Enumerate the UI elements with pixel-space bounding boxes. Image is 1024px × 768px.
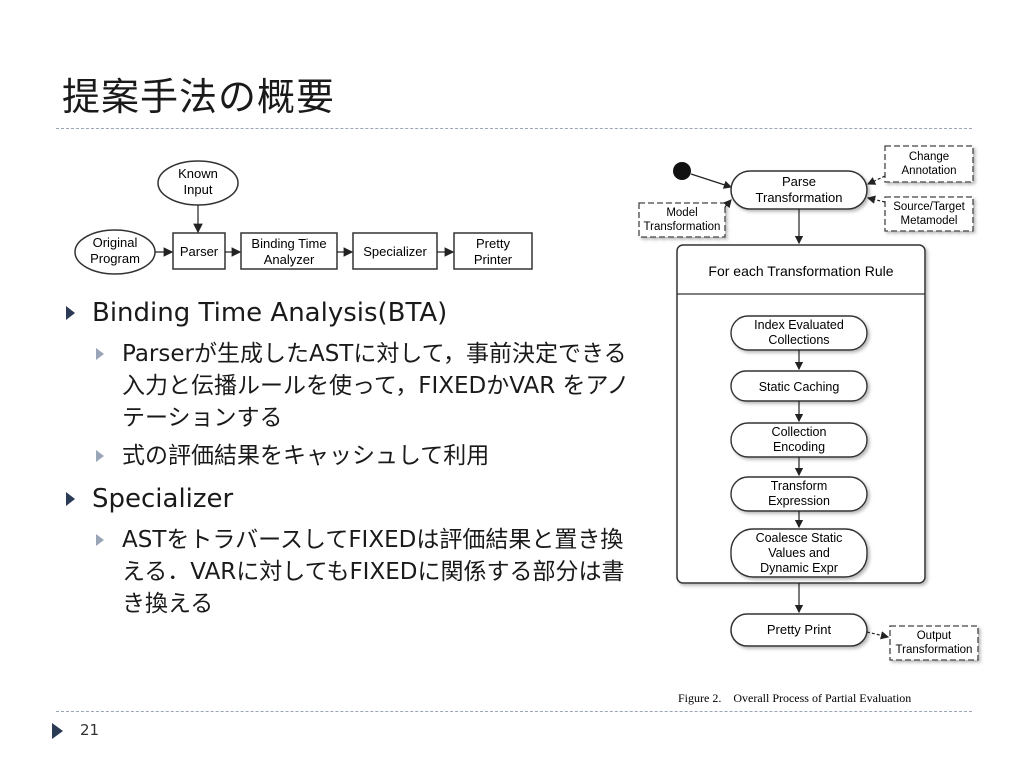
parse-transformation-label-1: Parse [782,174,816,189]
transform-expression-label-2: Expression [768,494,830,508]
footer-divider [56,711,972,712]
slide-title: 提案手法の概要 [62,75,336,119]
static-caching-label: Static Caching [759,380,840,394]
transform-expression-label-1: Transform [771,479,828,493]
arrow-pretty-print-to-output [866,631,890,640]
sub-bullet-arrow-icon [96,534,104,546]
collection-encoding-label-2: Encoding [773,440,825,454]
sub-bullet-arrow-icon [96,450,104,462]
original-program-label-1: Original [93,235,138,250]
index-evaluated-label-2: Collections [768,333,829,347]
binding-time-analyzer-node: Binding Time Analyzer [240,232,338,270]
sub-bullet-specializer-1: ASTをトラバースしてFIXEDは評価結果と置き換える．VARに対してもFIXE… [62,524,632,620]
bullet-bta: Binding Time Analysis(BTA) [62,296,632,330]
sub-bullet-bta-1-text: Parserが生成したASTに対して，事前決定できる入力と伝播ルールを使って，F… [122,341,630,431]
original-program-node: Original Program [74,229,156,275]
bullet-arrow-icon [66,492,75,506]
index-evaluated-label-1: Index Evaluated [754,318,844,332]
metamodel-label-1: Source/Target [893,201,965,213]
figure-caption: Figure 2. Overall Process of Partial Eva… [678,691,911,705]
bta-label-1: Binding Time [251,236,326,251]
bullet-specializer: Specializer [62,482,632,516]
partial-evaluation-process-diagram: Change Annotation Parse Transformation S… [638,145,979,705]
title-divider [56,128,972,129]
pretty-printer-node: Pretty Printer [453,232,533,270]
pretty-print-label: Pretty Print [767,622,832,637]
known-input-label-1: Known [178,166,218,181]
collection-encoding-label-1: Collection [772,425,827,439]
bullet-bta-text: Binding Time Analysis(BTA) [92,298,448,328]
output-transformation-label-2: Transformation [896,644,973,656]
bta-label-2: Analyzer [264,252,315,267]
change-annotation-label-1: Change [909,151,949,163]
arrow-model-to-parse [723,199,732,209]
sub-bullet-specializer-1-text: ASTをトラバースしてFIXEDは評価結果と置き換える．VARに対してもFIXE… [122,527,625,617]
bullet-specializer-text: Specializer [92,484,234,514]
model-transformation-node [638,202,726,238]
sub-bullet-bta-2-text: 式の評価結果をキャッシュして利用 [122,443,490,469]
rule-loop-header-label: For each Transformation Rule [708,263,893,279]
arrow-start-to-parse [690,173,733,189]
sub-bullet-arrow-icon [96,348,104,360]
specializer-node: Specializer [352,232,438,270]
page-number: 21 [80,721,100,739]
arrow-annotation-to-parse [866,175,886,185]
change-annotation-node [884,145,974,183]
output-transformation-node [889,625,979,661]
source-target-metamodel-node [884,196,974,232]
model-transformation-label-2: Transformation [644,221,721,233]
bta-pipeline-diagram: Known Input Original Program Parser Bind… [74,160,533,275]
output-transformation-label-1: Output [917,630,952,642]
pretty-printer-label-2: Printer [474,252,513,267]
known-input-label-2: Input [184,182,213,197]
pretty-printer-label-1: Pretty [476,236,510,251]
bullet-list: Binding Time Analysis(BTA) Parserが生成したAS… [62,296,632,626]
change-annotation-label-2: Annotation [902,165,957,177]
parser-label: Parser [180,244,219,259]
coalesce-label-2: Values and [768,546,830,560]
sub-bullet-bta-1: Parserが生成したASTに対して，事前決定できる入力と伝播ルールを使って，F… [62,338,632,434]
pretty-print-node [730,613,868,647]
specializer-label: Specializer [363,244,427,259]
bullet-arrow-icon [66,306,75,320]
coalesce-node [730,528,868,578]
page-arrow-icon [52,723,63,739]
metamodel-label-2: Metamodel [901,215,958,227]
parser-node: Parser [172,232,226,270]
original-program-label-2: Program [90,251,140,266]
coalesce-label-1: Coalesce Static [756,531,843,545]
start-node-icon [673,162,691,180]
model-transformation-label-1: Model [666,207,697,219]
parse-transformation-label-2: Transformation [756,190,843,205]
sub-bullet-bta-2: 式の評価結果をキャッシュして利用 [62,440,632,472]
arrow-metamodel-to-parse [866,195,886,204]
known-input-node: Known Input [157,160,239,206]
coalesce-label-3: Dynamic Expr [760,561,838,575]
